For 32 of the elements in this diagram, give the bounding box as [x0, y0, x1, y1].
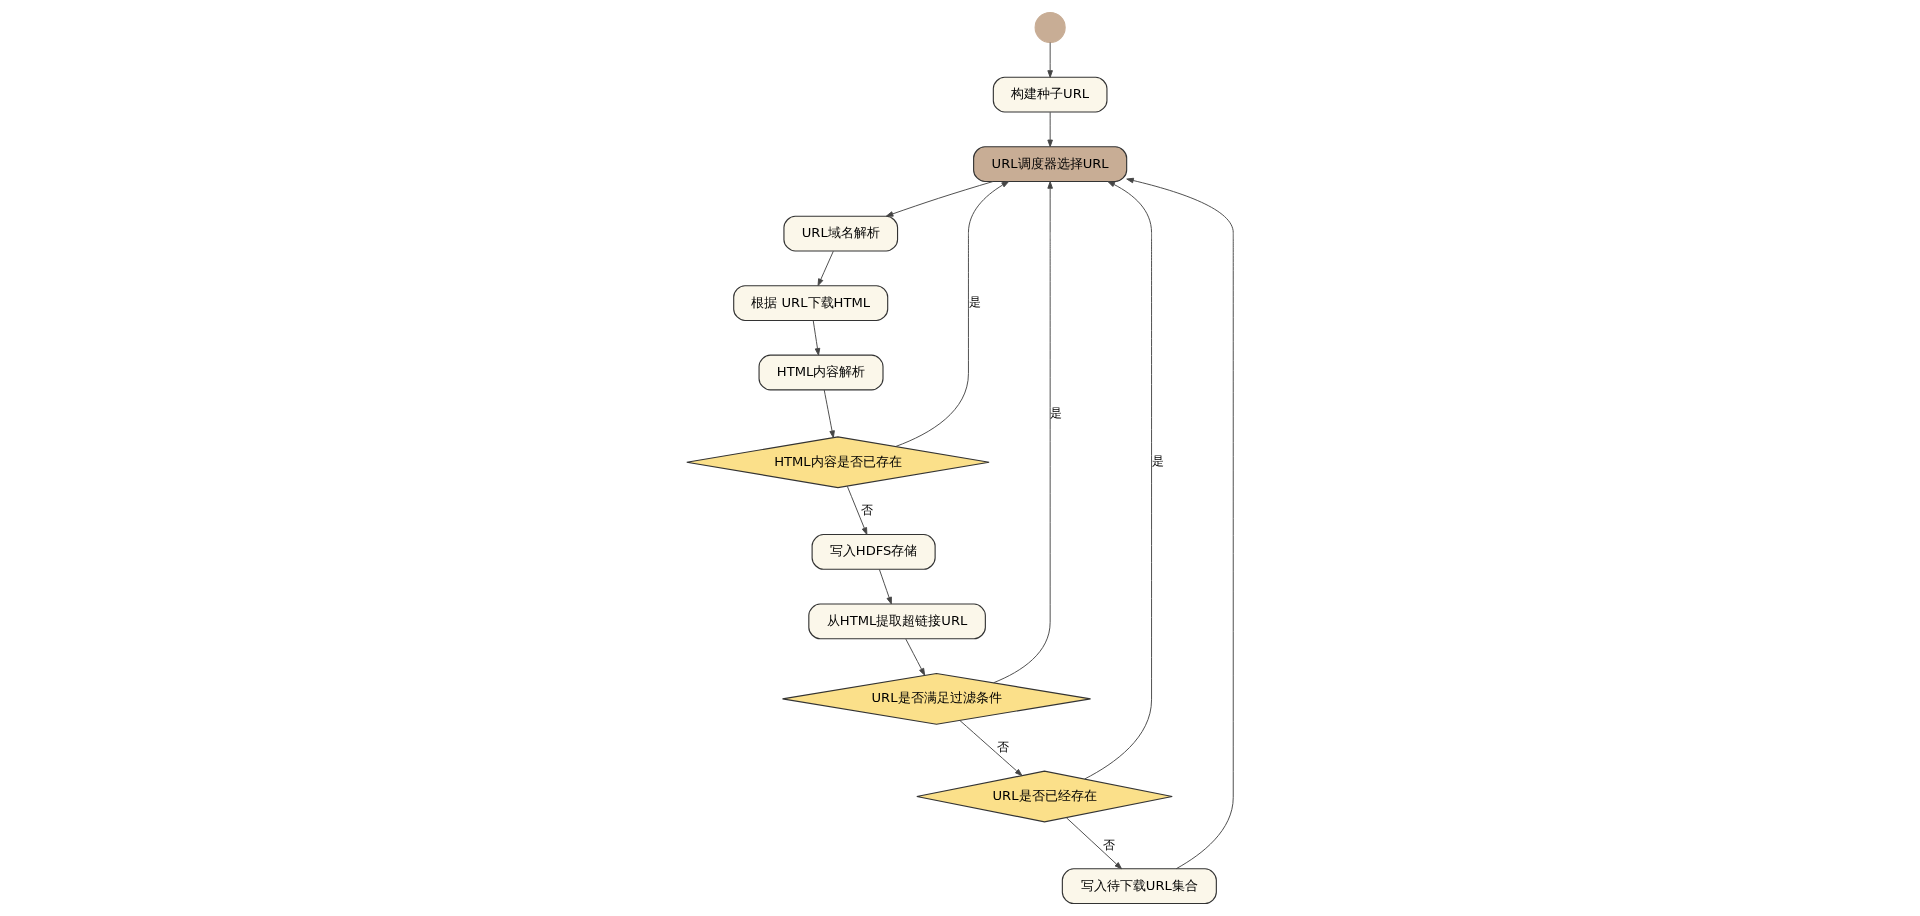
arrow [1065, 817, 1122, 870]
arrow [878, 569, 892, 605]
arrow [1047, 111, 1053, 148]
node-box: 构建种子URL [992, 76, 1108, 113]
node-diamond: HTML内容是否已存在 [686, 436, 990, 489]
arrow [823, 389, 835, 439]
arrow [1047, 42, 1053, 78]
arrow [817, 250, 834, 287]
node-circle [1034, 11, 1066, 44]
arrow [959, 720, 1023, 776]
arrow [812, 320, 821, 356]
node-box: 写入HDFS存储 [811, 533, 936, 570]
node-box: URL调度器选择URL [973, 146, 1128, 183]
node-box: 根据 URL下载HTML [733, 285, 889, 321]
edge-label: 否 [1102, 837, 1115, 852]
edge-label: 是 [968, 295, 981, 310]
node-box: URL域名解析 [783, 215, 899, 252]
arrow [993, 181, 1053, 684]
node-box: 从HTML提取超链接URL [808, 603, 986, 640]
arrow [885, 181, 994, 217]
arrow [895, 181, 1010, 447]
edge-label: 是 [1151, 454, 1164, 469]
arrow [846, 485, 868, 535]
edge-label: 否 [860, 503, 873, 518]
node-box: 写入待下载URL集合 [1061, 868, 1217, 905]
node-box: HTML内容解析 [758, 354, 884, 391]
edge-label: 是 [1050, 405, 1063, 420]
arrow [905, 638, 926, 676]
arrow [1126, 177, 1234, 870]
arrow [1084, 181, 1152, 780]
node-diamond: URL是否满足过滤条件 [781, 672, 1092, 725]
edge-label: 否 [996, 739, 1009, 754]
